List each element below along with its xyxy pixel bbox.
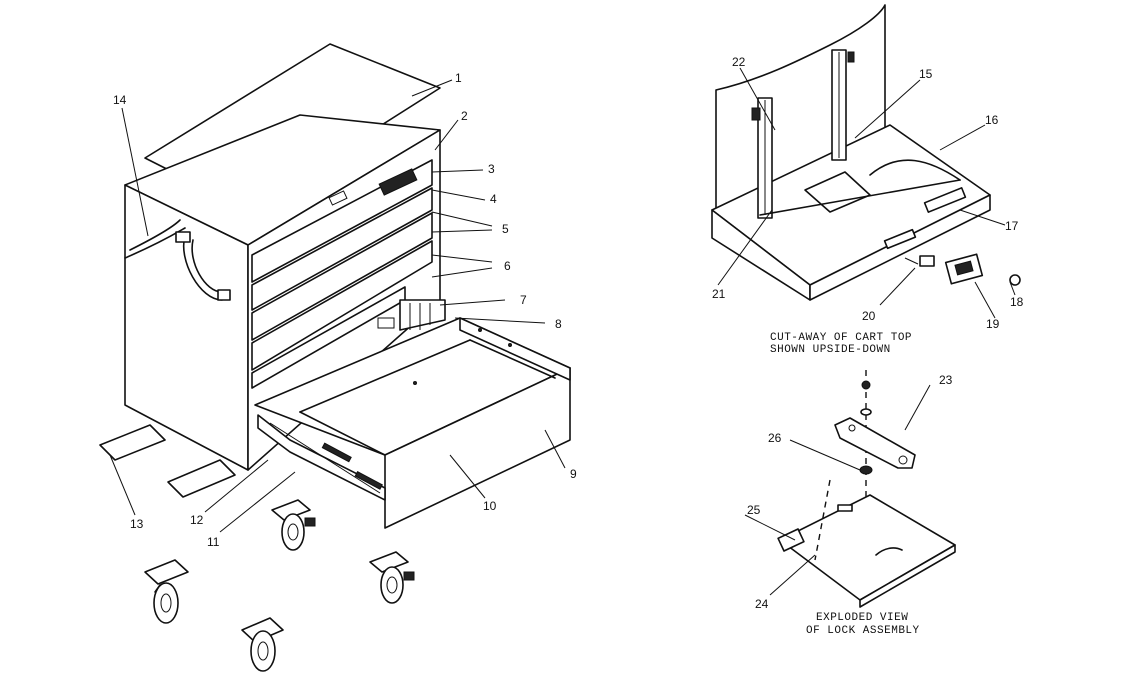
callout-3: 3 bbox=[488, 162, 495, 176]
callout-10: 10 bbox=[483, 499, 497, 513]
callout-8: 8 bbox=[555, 317, 562, 331]
caster-rear-right bbox=[369, 551, 415, 604]
exploded-caption-line2: OF LOCK ASSEMBLY bbox=[806, 625, 920, 637]
callout-23: 23 bbox=[939, 373, 953, 387]
callout-25: 25 bbox=[747, 503, 761, 517]
callout-numbers: 1 2 3 4 5 6 7 8 9 10 11 12 13 14 15 16 1… bbox=[113, 55, 1024, 611]
callout-4: 4 bbox=[490, 192, 497, 206]
callout-22: 22 bbox=[732, 55, 746, 69]
callout-24: 24 bbox=[755, 597, 769, 611]
leader-lines bbox=[109, 67, 1016, 596]
caster-rear-left bbox=[271, 499, 316, 551]
callout-12: 12 bbox=[190, 513, 204, 527]
cutaway-caption-line1: CUT-AWAY OF CART TOP bbox=[770, 332, 912, 344]
callout-14: 14 bbox=[113, 93, 127, 107]
washer bbox=[859, 465, 873, 475]
foot-plate-left bbox=[99, 424, 166, 461]
lock-base-plate bbox=[779, 494, 956, 601]
callout-2: 2 bbox=[461, 109, 468, 123]
callout-17: 17 bbox=[1005, 219, 1019, 233]
exploded-caption-line1: EXPLODED VIEW bbox=[816, 612, 908, 624]
cutaway-back-panel bbox=[715, 4, 886, 211]
lock-lever bbox=[834, 417, 916, 469]
callout-16: 16 bbox=[985, 113, 999, 127]
exploded-lock-view bbox=[777, 370, 956, 608]
cutaway-view bbox=[711, 4, 1021, 301]
callout-19: 19 bbox=[986, 317, 1000, 331]
side-handle bbox=[124, 219, 186, 259]
caster-front-right bbox=[241, 617, 284, 672]
cutaway-caption-line2: SHOWN UPSIDE-DOWN bbox=[770, 344, 891, 356]
lock-key bbox=[1009, 274, 1021, 286]
callout-9: 9 bbox=[570, 467, 577, 481]
callout-5: 5 bbox=[502, 222, 509, 236]
callout-6: 6 bbox=[504, 259, 511, 273]
drawer-fronts bbox=[251, 159, 433, 389]
callout-26: 26 bbox=[768, 431, 782, 445]
captions: CUT-AWAY OF CART TOP SHOWN UPSIDE-DOWN E… bbox=[770, 332, 920, 637]
callout-1: 1 bbox=[455, 71, 462, 85]
callout-15: 15 bbox=[919, 67, 933, 81]
screw bbox=[861, 380, 871, 390]
caster-front-left bbox=[144, 559, 189, 624]
callout-20: 20 bbox=[862, 309, 876, 323]
callout-13: 13 bbox=[130, 517, 144, 531]
lock-vent bbox=[378, 168, 418, 196]
tool-cart bbox=[99, 43, 571, 672]
drawer-slide bbox=[257, 414, 386, 501]
callout-21: 21 bbox=[712, 287, 726, 301]
open-drawer bbox=[254, 317, 571, 529]
callout-11: 11 bbox=[207, 535, 220, 549]
callout-7: 7 bbox=[520, 293, 527, 307]
callout-18: 18 bbox=[1010, 295, 1024, 309]
foot-plate-right bbox=[167, 459, 236, 498]
